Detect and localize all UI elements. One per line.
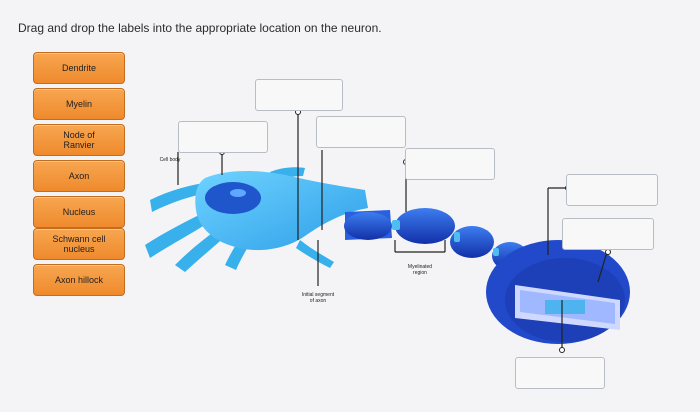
drop-zone-3[interactable] (316, 116, 406, 148)
instruction-text: Drag and drop the labels into the approp… (18, 21, 382, 35)
myelinated-region-caption: Myelinated region (407, 264, 433, 276)
label-node-of-ranvier[interactable]: Node of Ranvier (33, 124, 125, 156)
nucleus-shape (205, 182, 261, 214)
label-axon[interactable]: Axon (33, 160, 125, 192)
drop-zone-4[interactable] (405, 148, 495, 180)
drop-zone-6[interactable] (562, 218, 654, 250)
drop-zone-7[interactable] (515, 357, 605, 389)
drop-zone-1[interactable] (255, 79, 343, 111)
nucleolus-shape (230, 189, 246, 197)
cell-body-caption: Cell body (159, 157, 181, 163)
label-nucleus[interactable]: Nucleus (33, 196, 125, 228)
label-myelin[interactable]: Myelin (33, 88, 125, 120)
axon-cross-section (486, 240, 630, 344)
initial-segment-caption: Initial segment of axon (301, 292, 335, 304)
drop-zone-2[interactable] (178, 121, 268, 153)
nodes-of-ranvier (392, 220, 499, 256)
label-axon-hillock[interactable]: Axon hillock (33, 264, 125, 296)
label-dendrite[interactable]: Dendrite (33, 52, 125, 84)
drop-zone-5[interactable] (566, 174, 658, 206)
myelin-sheaths (344, 208, 528, 270)
label-schwann-cell-nucleus[interactable]: Schwann cell nucleus (33, 228, 125, 260)
